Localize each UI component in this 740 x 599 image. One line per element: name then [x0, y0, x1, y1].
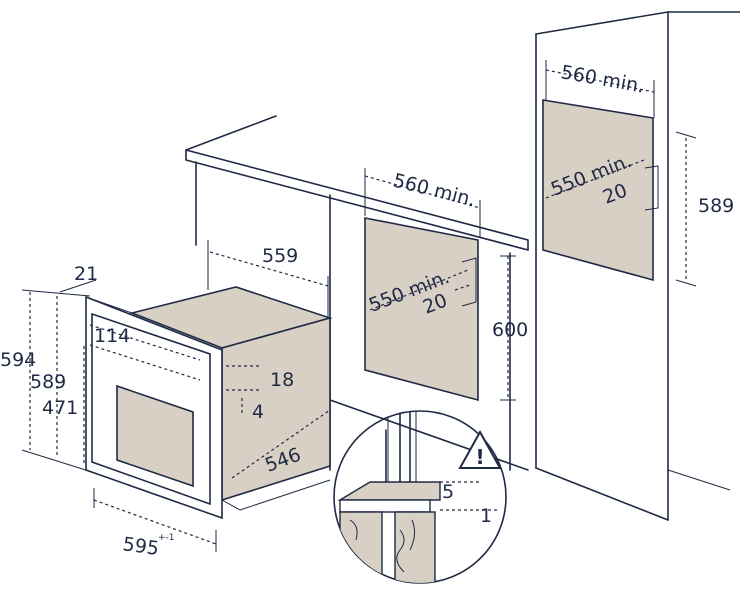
label-detail-gap-1: 1 [480, 505, 492, 527]
warning-icon [458, 429, 502, 469]
label-detail-gap-5: 5 [442, 481, 454, 503]
label-niche-tall-height: 589 [698, 195, 734, 217]
label-oven-side-4: 4 [252, 401, 264, 423]
detail-circle [333, 410, 507, 584]
dimension-lines [21, 60, 697, 552]
label-oven-height-total: 594 [0, 349, 36, 371]
oven [85, 286, 333, 520]
cabinet-mid [329, 194, 529, 471]
worktop [185, 115, 529, 251]
label-oven-width: 595 [121, 533, 160, 560]
label-oven-depth-top: 559 [262, 245, 298, 267]
label-niche-mid-width: 560 min. [391, 170, 478, 212]
warning-symbol: ! [475, 445, 484, 469]
label-niche-tall-width: 560 min. [559, 61, 646, 97]
label-oven-panel-offset: 114 [94, 325, 130, 347]
niche-tall [542, 99, 654, 282]
oven-window [116, 384, 194, 488]
label-oven-height-door: 471 [42, 397, 78, 419]
cabinet-tall [535, 11, 740, 521]
label-oven-height-body: 589 [30, 371, 66, 393]
label-oven-side-18: 18 [270, 369, 294, 391]
niche-mid [364, 217, 479, 402]
label-oven-width-tolerance: +-1 [158, 533, 175, 543]
label-oven-front-thickness: 21 [74, 263, 98, 285]
label-niche-mid-height: 600 [492, 319, 528, 341]
